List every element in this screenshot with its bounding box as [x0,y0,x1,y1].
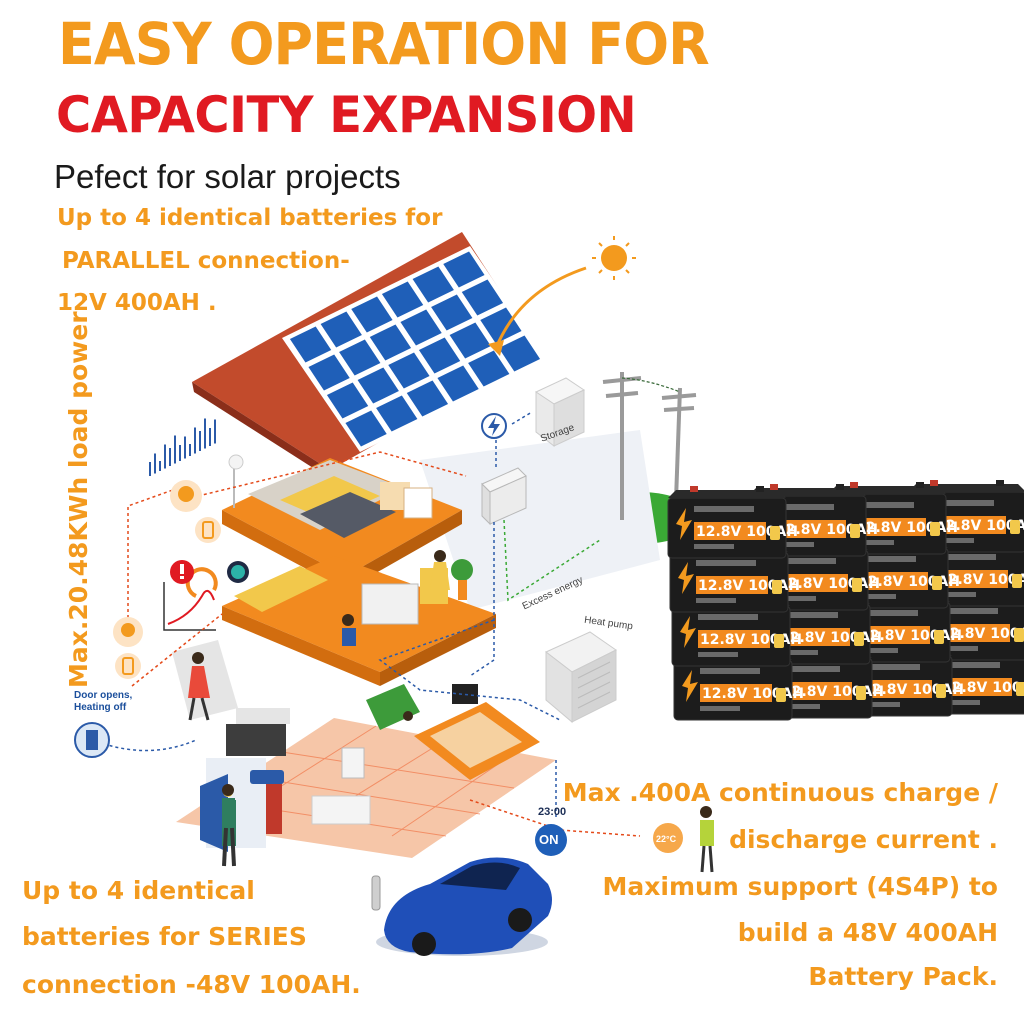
solar-panel-grid [289,251,541,447]
current-note-line-4: build a 48V 400AH [737,918,998,947]
door-label: Door opens, Heating off [74,690,132,714]
solar-cell [320,311,362,348]
series-note-line-3: connection -48V 100AH. [22,970,361,999]
parallel-note-line-1: Up to 4 identical batteries for [57,205,443,231]
solar-cell [461,279,504,316]
solar-cell [369,324,412,361]
battery-unit-label: 12.8V 100AH [700,632,802,648]
battery-unit-label: 12.8V 100AH [702,686,804,702]
baby-monitor-icon [113,617,143,647]
temperature-label: 22°C [656,834,677,844]
solar-cell [449,322,491,359]
door-icon [74,722,110,758]
solar-cell [339,339,381,376]
battery-unit-label: 12.8V 100AH [696,524,798,540]
phone-icon [195,517,221,543]
current-note-line-5: Battery Pack. [808,962,998,991]
solar-cell [376,395,418,432]
solar-cell [400,309,442,346]
door-label-line-1: Door opens, [74,690,133,701]
energy-bolt-icon [481,413,507,439]
alert-icon [170,560,194,584]
parallel-note-line-3: 12V 400AH . [57,290,217,316]
solar-cell [351,296,393,333]
battery-unit-label: 12.8V 100AH [940,626,1024,642]
battery-unit: 12.8V 100AH [673,648,804,721]
solar-cell [468,350,510,387]
thermostat-icon [653,823,683,853]
heat-pump-icon [545,631,617,724]
solar-cell [437,365,479,402]
series-note-line-2: batteries for SERIES [22,922,307,951]
time-label: 23:00 [538,806,567,818]
load-power-note: Max.20.48KWh load power . [64,293,93,688]
solar-cell [406,380,449,417]
solar-cell [498,335,541,372]
subtitle: Pefect for solar projects [54,158,401,195]
battery-unit: 12.8V 100AH [667,486,798,559]
door-label-line-2: Heating off [74,702,127,713]
headline-line-1: EASY OPERATION FOR [58,10,710,78]
on-label[interactable]: ON [539,832,559,847]
meter-box-icon [481,467,527,526]
solar-roof [192,232,548,480]
solar-cell [345,410,387,447]
solar-cell [388,352,430,389]
lightbulb-icon [170,480,202,512]
solar-cell [443,251,485,288]
electric-car-icon [376,857,552,956]
solar-cell [326,382,369,419]
power-pole-icon [602,372,697,520]
battery-unit-label: 12.8V 100AH [698,578,800,594]
usage-bars-icon [149,418,216,476]
storage-icon [534,377,586,448]
solar-cell [289,326,332,363]
phone-icon-2 [115,653,141,679]
solar-cell [412,266,454,303]
person-figures [188,550,714,873]
headline-line-2: CAPACITY EXPANSION [56,86,637,144]
current-note-line-1: Max .400A continuous charge / [562,778,998,807]
solar-cell [418,337,461,374]
solar-cell [308,354,350,391]
solar-cell [381,281,424,318]
battery-unit-label: 12.8V 100AH [938,572,1024,588]
current-note-line-3: Maximum support (4S4P) to [602,872,998,901]
solar-cell [357,367,399,404]
battery-unit-label: 12.8V 100AH [942,680,1024,696]
current-note-line-2: discharge current . [729,825,998,854]
solar-cell [431,294,473,331]
battery-unit: 12.8V 100AH [747,484,878,557]
series-note-line-1: Up to 4 identical [22,876,255,905]
on-badge-icon[interactable] [535,824,567,856]
battery-unit-label: 12.8V 100AH [936,518,1024,534]
parallel-note-line-2: PARALLEL connection- [62,248,350,274]
solar-cell [480,307,522,344]
sun-icon [592,236,636,280]
